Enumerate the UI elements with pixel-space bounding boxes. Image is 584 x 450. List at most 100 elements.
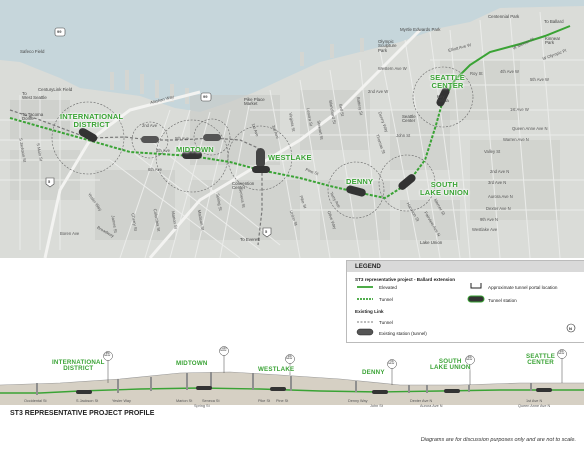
label-line: DENNY xyxy=(362,369,385,376)
profile-street-s-jackson: S Jackson St xyxy=(76,399,99,403)
place-centurylink-field: CenturyLink Field xyxy=(38,87,73,92)
map-station-label-seattle-center: SEATTLE CENTER xyxy=(430,74,465,89)
place-kinnear-park: Kinnear Park xyxy=(545,36,561,46)
station-pill-south-lake-union xyxy=(398,174,416,190)
place-convention-center: Convention Center xyxy=(232,181,255,191)
street-warren-ave: Warren Ave N xyxy=(503,137,529,142)
profile-station-label-seattle-center: SEATTLE CENTER xyxy=(526,353,555,367)
street-6th-ave: 6th Ave xyxy=(148,167,162,172)
street-roy-st: Roy St xyxy=(470,71,483,76)
profile-street-denny: Denny Way xyxy=(348,399,368,403)
map-station-label-international-district: INTERNATIONAL DISTRICT xyxy=(60,113,123,128)
station-pill-midtown xyxy=(182,151,202,159)
profile-street-1st-n: 1st Ave N xyxy=(526,399,543,403)
st3-elevated-line xyxy=(442,25,571,101)
station-markers xyxy=(78,87,450,197)
legend-title: LEGEND xyxy=(347,261,584,272)
station-pill-denny xyxy=(346,185,366,197)
place-key-arena: Key Arena xyxy=(437,94,449,104)
profile-pill-denny xyxy=(372,390,388,394)
profile-station-markers xyxy=(76,386,552,394)
profile-depth-markers xyxy=(103,346,567,385)
label-line: CENTER xyxy=(431,80,464,90)
street-westlake-ave: Westlake Ave xyxy=(472,227,498,232)
street-5th-ave: 5th Ave xyxy=(175,136,189,141)
station-pill-westlake xyxy=(256,148,265,168)
label-line: MIDTOWN xyxy=(176,360,208,367)
depth-label-midtown: ~110ft below xyxy=(220,347,227,353)
existing-station-university xyxy=(203,134,221,141)
label-line: LAKE UNION xyxy=(420,187,469,197)
profile-street-yesler: Yesler Way xyxy=(112,399,131,403)
legend-existing-station-label: Existing station (tunnel) xyxy=(379,331,427,336)
profile-street-marion: Marion St xyxy=(176,399,193,403)
map-station-label-south-lake-union: SOUTH LAKE UNION xyxy=(420,181,469,196)
profile-street-occidental: Occidental St xyxy=(24,399,47,403)
route-map: INTERNATIONAL DISTRICT MIDTOWN WESTLAKE … xyxy=(0,0,584,258)
street-western-ave: Western Ave W xyxy=(378,66,407,71)
label-line: CENTER xyxy=(527,359,554,367)
label-line: INTERNATIONAL xyxy=(60,112,124,121)
station-pill-seattle-center xyxy=(436,87,450,107)
city-blocks xyxy=(10,60,560,240)
legend-elevated-label: Elevated xyxy=(379,285,397,290)
place-olympic-sculpture-park: Olympic Sculpture Park xyxy=(378,39,397,53)
profile-title: ST3 REPRESENTATIVE PROJECT PROFILE xyxy=(10,410,155,417)
street-3rd-ave-n: 3rd Ave N xyxy=(488,180,507,185)
street-2nd-ave-w: 2nd Ave W xyxy=(368,89,389,94)
profile-station-label-south-lake-union: SOUTH LAKE UNION xyxy=(430,358,471,371)
place-pike-place-market: Pike Place Market xyxy=(244,97,265,107)
profile-street-queen-anne: Queen Anne Ave N xyxy=(518,404,551,408)
street-5th-ave-w: 5th Ave W xyxy=(530,77,550,82)
profile-pill-westlake xyxy=(270,387,286,391)
legend-existing-tunnel-label: Tunnel xyxy=(379,320,393,325)
hwy-99-shield-label-a: 99 xyxy=(57,29,62,34)
legend-tunnel-label: Tunnel xyxy=(379,297,393,302)
profile-pill-seattle-center xyxy=(536,388,552,392)
map-station-label-denny: DENNY xyxy=(346,178,373,186)
station-walksheds xyxy=(51,66,474,219)
legend-symbols xyxy=(356,283,576,336)
profile-station-label-midtown: MIDTOWN xyxy=(176,360,208,367)
label-line: DISTRICT xyxy=(63,365,94,373)
label-line: SEATTLE xyxy=(430,73,466,82)
profile-street-pike: Pike St xyxy=(258,399,271,403)
street-grid xyxy=(0,11,584,258)
existing-link-tunnel xyxy=(9,109,263,246)
depth-label-seattle-center: ~90ft below xyxy=(558,350,565,356)
place-centennial-park: Centennial Park xyxy=(488,14,520,19)
label-line: WESTLAKE xyxy=(268,153,312,162)
depth-label-westlake: ~90ft below xyxy=(286,355,293,361)
place-lake-union: Lake Union xyxy=(420,240,443,245)
place-seattle-center: Seattle Center xyxy=(402,114,416,124)
profile-pill-south-lake-union xyxy=(444,389,460,393)
map-legend: LEGEND ST3 representative project - Ball… xyxy=(346,260,584,343)
profile-station-label-westlake: WESTLAKE xyxy=(258,366,294,373)
street-john-st: John St xyxy=(396,133,411,138)
street-2nd-ave-n: 2nd Ave N xyxy=(490,169,510,174)
profile-pill-international-district xyxy=(76,390,92,394)
i5-shield-label-b: 5 xyxy=(265,229,268,234)
label-line: DENNY xyxy=(346,177,374,186)
legend-existing-station-swatch xyxy=(356,328,374,336)
place-myrtle-edwards-park: Myrtle Edwards Park xyxy=(400,27,441,32)
profile-station-label-denny: DENNY xyxy=(362,369,385,376)
street-2nd-ave: 2nd Ave xyxy=(142,123,158,128)
profile-canvas xyxy=(0,346,584,405)
place-to-tacoma-dome: To Tacoma Dome xyxy=(22,112,44,122)
profile-surface xyxy=(0,371,584,386)
street-9th-ave-n: 9th Ave N xyxy=(480,217,499,222)
profile-street-seneca: Seneca St xyxy=(202,399,220,403)
legend-tunnel-station-swatch xyxy=(467,295,485,303)
place-to-everett: To Everett xyxy=(240,237,260,242)
street-queen-anne: Queen Anne Ave N xyxy=(512,126,548,131)
disclaimer-text: Diagrams are for discussion purposes onl… xyxy=(420,437,576,443)
legend-portal-swatch xyxy=(470,283,482,289)
street-valley-st: Valley St xyxy=(484,149,501,154)
st3-tunnel-line xyxy=(9,99,444,200)
station-pill-international-district xyxy=(78,128,98,142)
map-station-label-midtown: MIDTOWN xyxy=(176,146,214,154)
place-safeco-field: Safeco Field xyxy=(20,49,45,54)
street-4th-ave-w: 4th Ave W xyxy=(500,69,520,74)
legend-tunnel-station-label: Tunnel station xyxy=(488,298,517,303)
